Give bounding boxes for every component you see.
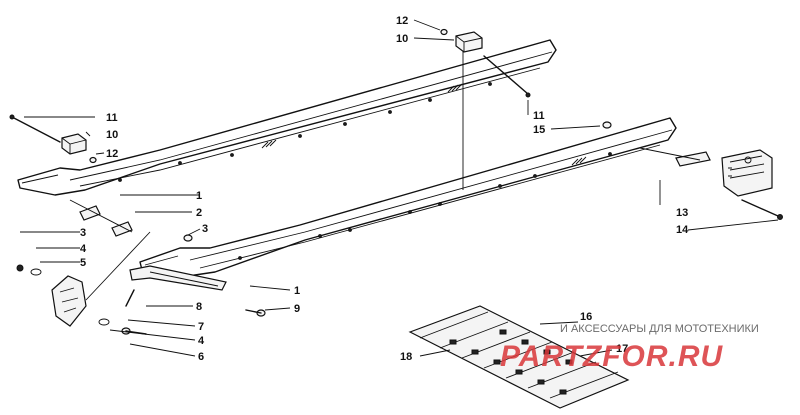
watermark-brand: PARTZFOR.RU: [500, 340, 724, 373]
callout-15: 15: [533, 124, 545, 136]
callout-1-lower: 1: [294, 285, 300, 297]
nut-3b: [183, 234, 193, 242]
callout-10-left: 10: [106, 129, 118, 141]
nut-12-upper: [440, 28, 448, 36]
callout-14: 14: [676, 224, 689, 236]
callout-3-right: 3: [202, 223, 208, 235]
callout-17: 17: [616, 343, 628, 355]
callout-1-upper: 1: [196, 190, 202, 202]
bolt-9: [245, 309, 266, 317]
watermark-caption: И АКСЕССУАРЫ ДЛЯ МОТОТЕХНИКИ: [560, 323, 759, 335]
spacer-block-left: [61, 133, 87, 155]
wear-strip-8: [129, 265, 227, 291]
callouts: 12 10 11 15 11 10 12 1 2 3 3 4 5 13 14 1…: [80, 15, 689, 363]
callout-11-upper: 11: [533, 110, 545, 122]
bushing-2a: [79, 205, 101, 221]
mounting-bracket: [721, 149, 773, 197]
callout-8: 8: [196, 301, 202, 313]
spacer-block-top: [455, 31, 483, 53]
callout-11-left: 11: [106, 112, 118, 124]
bolt-11-left: [9, 114, 61, 143]
bolt-14: [741, 199, 783, 220]
axis-line-13: [639, 147, 701, 161]
nut-12-left: [89, 156, 97, 164]
end-cap-5: [51, 275, 87, 327]
washer-4b: [98, 318, 110, 326]
callout-16: 16: [580, 311, 592, 323]
callout-4-lower: 4: [198, 335, 205, 347]
nut-3a: [16, 264, 24, 272]
bolt-11-upper: [483, 55, 531, 98]
track-section: [408, 305, 630, 409]
callout-10-top: 10: [396, 33, 408, 45]
callout-12-top: 12: [396, 15, 408, 27]
callout-5: 5: [80, 257, 86, 269]
callout-12-left: 12: [106, 148, 118, 160]
callout-7: 7: [198, 321, 204, 333]
callout-6: 6: [198, 351, 204, 363]
callout-4-upper: 4: [80, 243, 87, 255]
screw-7: [125, 289, 135, 307]
bushing-2b: [111, 221, 133, 237]
callout-2: 2: [196, 207, 202, 219]
callout-3-left: 3: [80, 227, 86, 239]
callout-9: 9: [294, 303, 300, 315]
upper-slide-rail: [17, 39, 557, 196]
watermark: И АКСЕССУАРЫ ДЛЯ МОТОТЕХНИКИ PARTZFOR.RU: [500, 323, 759, 373]
callout-18: 18: [400, 351, 412, 363]
plug-15: [602, 121, 612, 129]
washer-4a: [30, 268, 42, 276]
lower-slide-rail: [139, 117, 677, 279]
callout-13: 13: [676, 207, 688, 219]
leader-lines: [20, 19, 779, 357]
